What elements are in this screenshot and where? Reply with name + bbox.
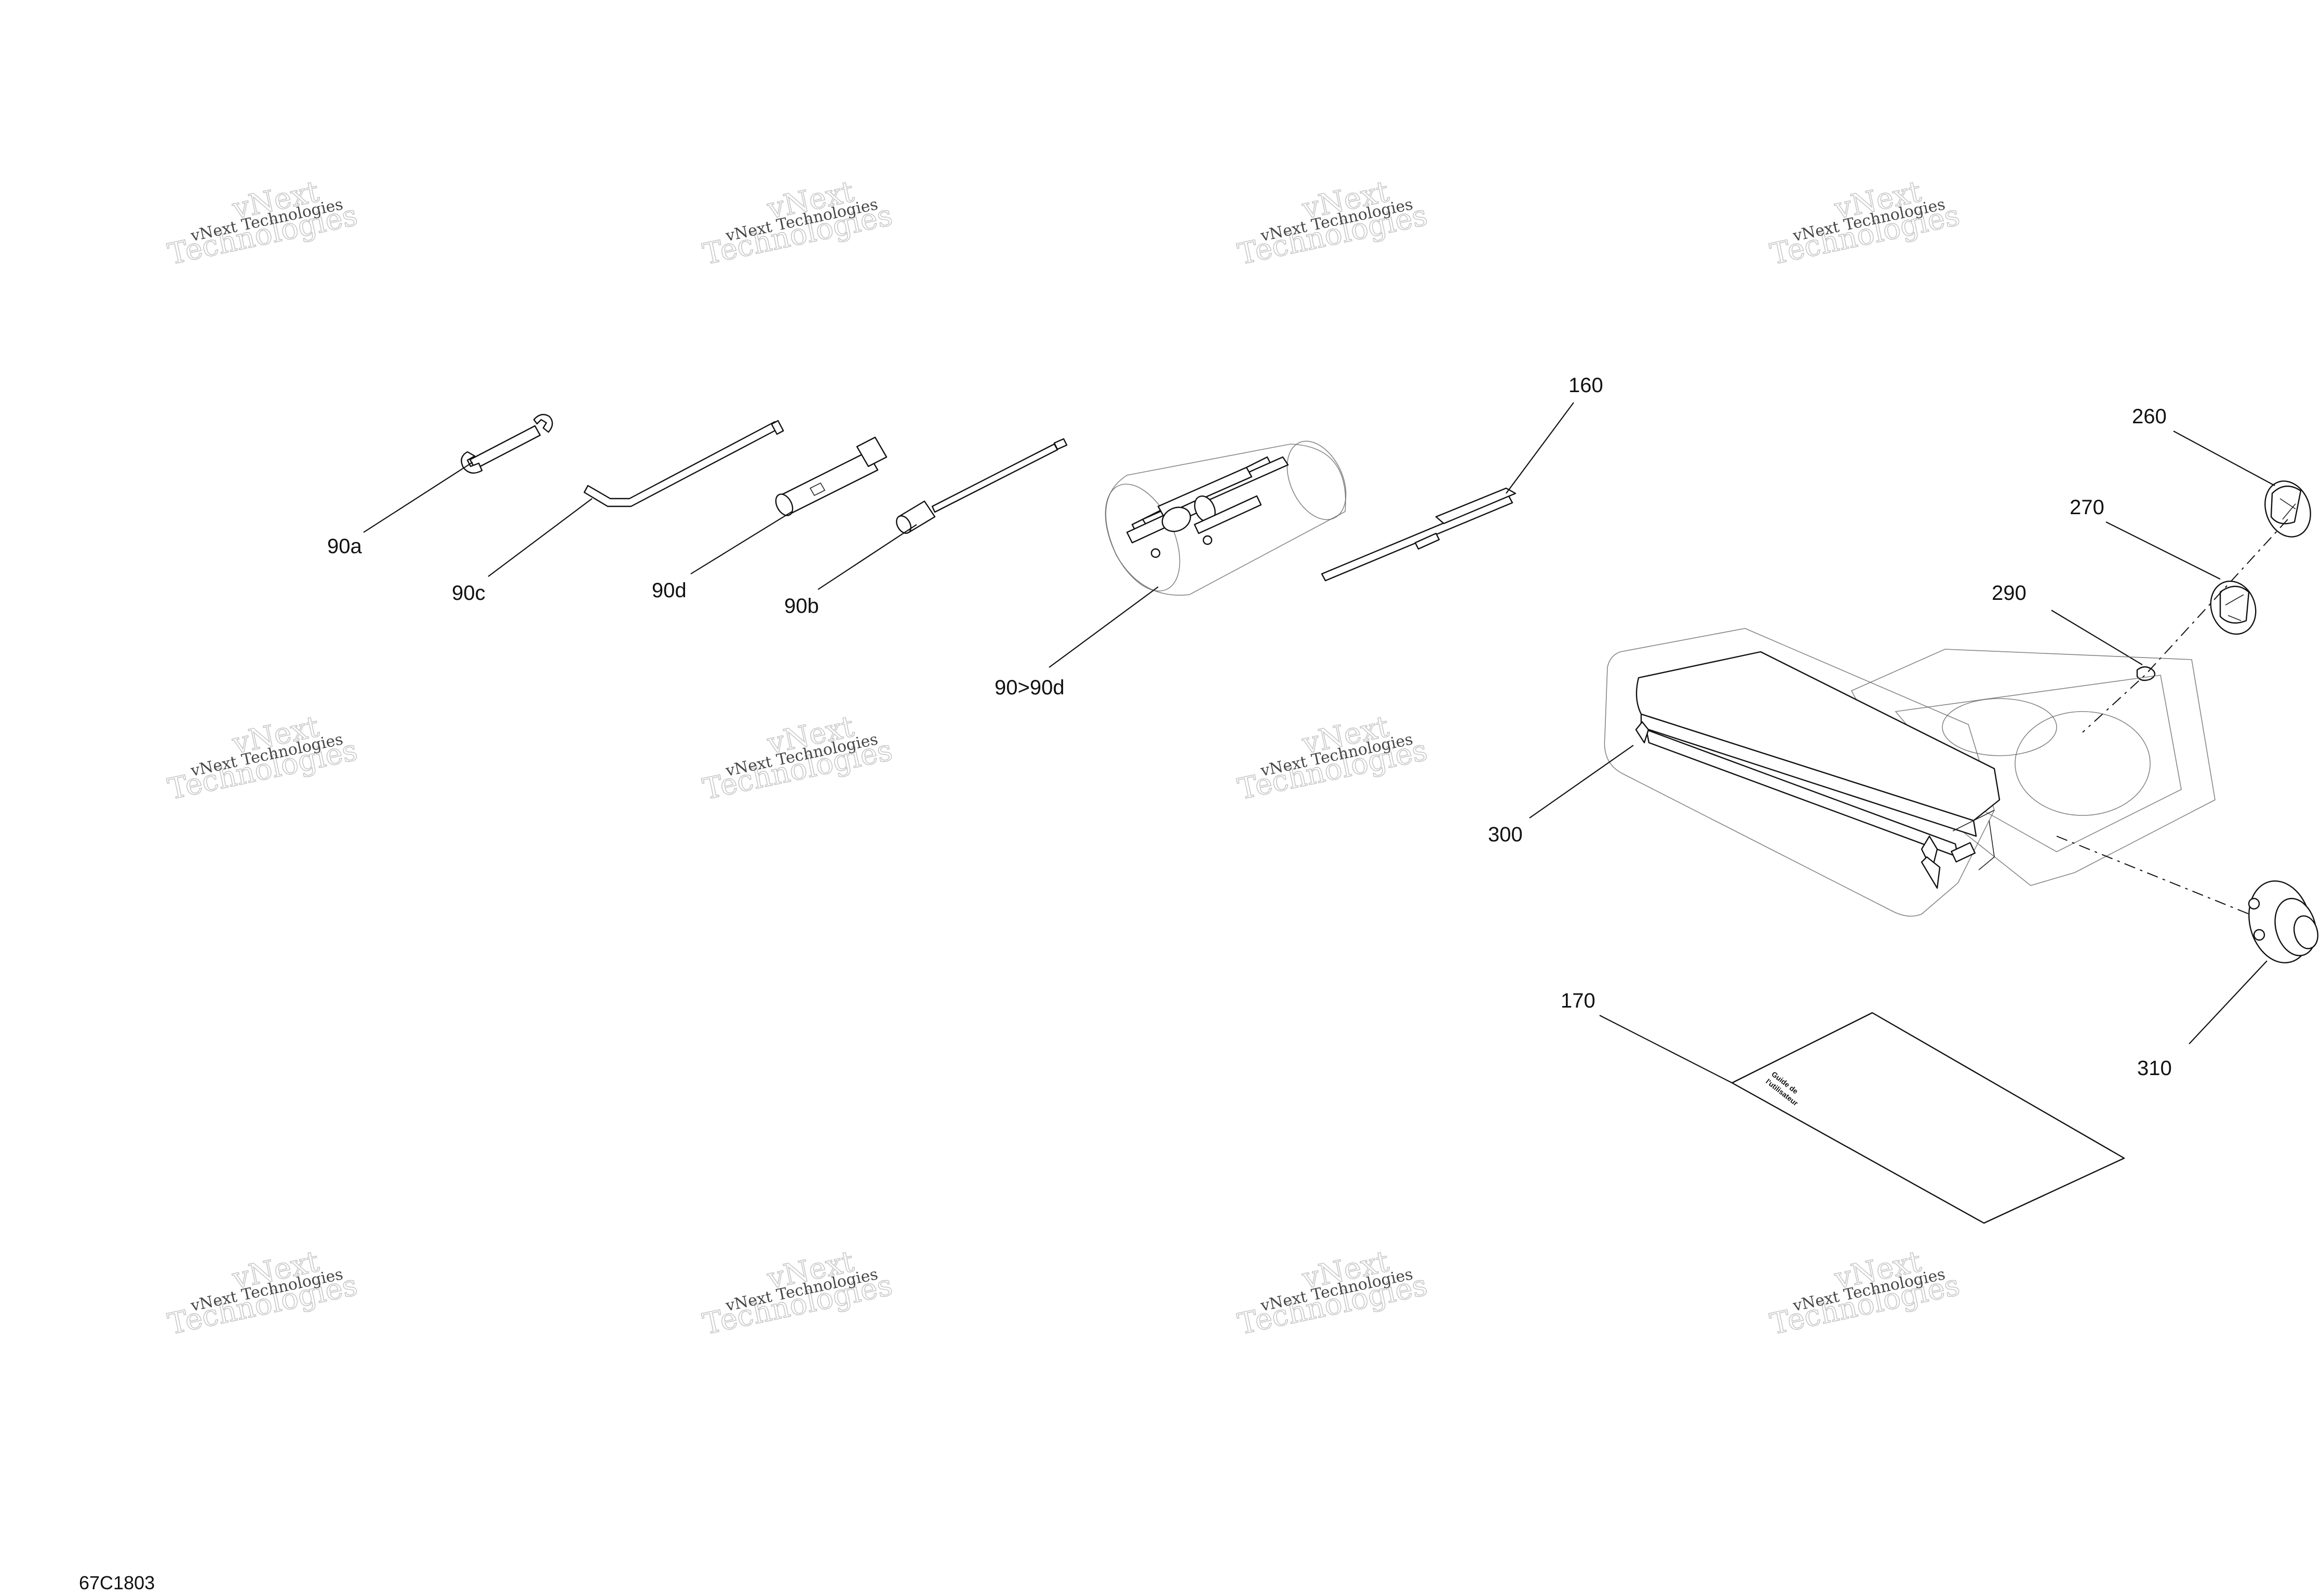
callout-260: 260: [2132, 405, 2167, 428]
storage-tray-300: [1604, 628, 2216, 917]
callout-300: 300: [1488, 823, 1523, 846]
leader-90d: [690, 511, 793, 574]
watermark: Technologies vNext vNext Technologies: [165, 1244, 361, 1342]
plug-310: [2248, 880, 2319, 963]
callout-90c: 90c: [452, 582, 486, 605]
watermark: Technologies vNext vNext Technologies: [700, 1244, 896, 1342]
watermark: Technologies vNext vNext Technologies: [1767, 175, 1963, 272]
leader-90b: [817, 524, 917, 590]
tool-160: [1321, 487, 1517, 582]
leader-170: [1599, 1015, 1733, 1083]
leader-90-90d: [1049, 586, 1159, 668]
assembly-axis-upper: [2082, 519, 2288, 733]
wrench-90a: [461, 413, 553, 474]
knob-270: [2210, 580, 2257, 635]
callout-310: 310: [2137, 1057, 2172, 1080]
assembly-axis-lower: [2056, 836, 2275, 925]
callout-90d: 90d: [652, 579, 687, 602]
leader-290: [2051, 610, 2143, 665]
leader-160: [1506, 402, 1574, 494]
callout-290: 290: [1992, 582, 2027, 605]
watermark: Technologies vNext vNext Technologies: [165, 709, 361, 807]
callout-90b: 90b: [784, 595, 819, 618]
cap-260: [2264, 480, 2311, 538]
rod-90c: [583, 420, 784, 507]
leader-90c: [488, 498, 593, 577]
watermark: Technologies vNext vNext Technologies: [1235, 709, 1431, 807]
leader-90a: [363, 462, 473, 533]
watermark: Technologies vNext vNext Technologies: [165, 175, 361, 272]
watermark: Technologies vNext vNext Technologies: [1235, 1244, 1431, 1342]
figure-reference-code: 67C1803: [79, 1572, 155, 1593]
watermark: Technologies vNext vNext Technologies: [1235, 175, 1431, 272]
screwdriver-90b: [896, 438, 1068, 534]
socket-tube-90d: [775, 436, 888, 516]
callout-270: 270: [2070, 496, 2104, 519]
callout-160: 160: [1568, 374, 1603, 397]
watermark: Technologies vNext vNext Technologies: [700, 175, 896, 272]
tool-kit-90-90d: [1105, 440, 1347, 596]
leader-260: [2173, 431, 2275, 486]
callout-90-90d: 90>90d: [995, 676, 1065, 699]
watermark: Technologies vNext vNext Technologies: [700, 709, 896, 807]
callout-170: 170: [1561, 989, 1595, 1012]
operators-guide-170: Guide de l'utilisateur: [1731, 1012, 2125, 1224]
leader-270: [2105, 521, 2221, 580]
leader-310: [2189, 960, 2268, 1044]
callout-90a: 90a: [327, 535, 362, 558]
leader-300: [1529, 745, 1634, 819]
watermark: Technologies vNext vNext Technologies: [1767, 1244, 1963, 1342]
